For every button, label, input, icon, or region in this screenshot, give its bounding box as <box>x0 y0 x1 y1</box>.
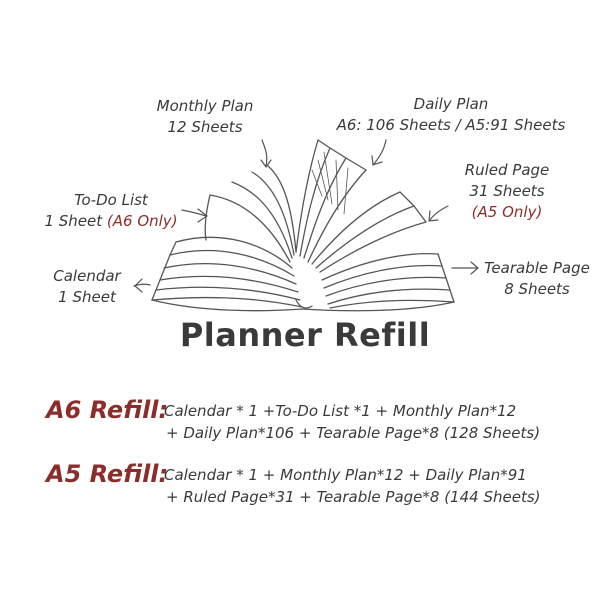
calendar-count: 1 Sheet <box>58 288 116 306</box>
daily-plan-title: Daily Plan <box>413 95 489 113</box>
tearable-page-title: Tearable Page <box>484 259 590 277</box>
daily-plan-count: A6: 106 Sheets / A5:91 Sheets <box>336 116 566 134</box>
a6-refill-line-1: Calendar * 1 +To-Do List *1 + Monthly Pl… <box>164 402 517 420</box>
todo-list-count-text: 1 Sheet <box>44 212 107 230</box>
todo-list-title: To-Do List <box>74 191 148 209</box>
page-title: Planner Refill <box>179 316 431 354</box>
a6-refill-heading: A6 Refill: <box>46 396 169 424</box>
label-todo-list: To-Do List 1 Sheet (A6 Only) <box>36 190 186 232</box>
label-calendar: Calendar 1 Sheet <box>40 266 134 308</box>
label-ruled-page: Ruled Page 31 Sheets (A5 Only) <box>452 160 562 223</box>
label-daily-plan: Daily Plan A6: 106 Sheets / A5:91 Sheets <box>328 94 574 136</box>
a5-refill-heading: A5 Refill: <box>46 460 169 488</box>
ruled-page-a5-only-note: (A5 Only) <box>471 203 543 221</box>
ruled-page-title: Ruled Page <box>464 161 550 179</box>
ruled-page-count: 31 Sheets <box>469 182 545 200</box>
monthly-plan-count: 12 Sheets <box>167 118 243 136</box>
calendar-title: Calendar <box>53 267 121 285</box>
label-monthly-plan: Monthly Plan 12 Sheets <box>150 96 260 138</box>
monthly-plan-title: Monthly Plan <box>156 97 254 115</box>
label-tearable-page: Tearable Page 8 Sheets <box>478 258 596 300</box>
tearable-page-count: 8 Sheets <box>504 280 570 298</box>
a5-refill-line-1: Calendar * 1 + Monthly Plan*12 + Daily P… <box>164 466 527 484</box>
a5-refill-line-2: + Ruled Page*31 + Tearable Page*8 (144 S… <box>166 488 541 506</box>
todo-list-a6-only-note: (A6 Only) <box>106 212 178 230</box>
todo-list-count: 1 Sheet (A6 Only) <box>36 211 186 232</box>
a6-refill-line-2: + Daily Plan*106 + Tearable Page*8 (128 … <box>166 424 541 442</box>
